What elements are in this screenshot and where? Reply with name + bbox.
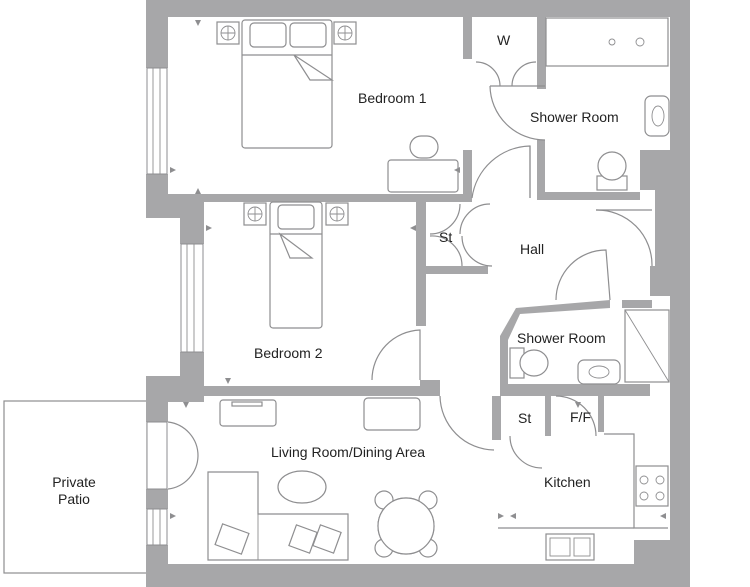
kitchen-label: Kitchen <box>544 474 591 490</box>
private-patio-area <box>3 400 148 574</box>
bedroom2-label: Bedroom 2 <box>254 345 323 361</box>
hall-store-label: St <box>439 229 453 245</box>
windows <box>146 67 204 546</box>
living-room-furniture <box>207 397 438 561</box>
bedroom2-furniture <box>243 201 349 329</box>
exterior-walls <box>146 0 690 587</box>
interior-walls <box>168 17 652 440</box>
shower-room2-label: Shower Room <box>517 330 606 346</box>
patio-label-line1: Private <box>52 474 96 490</box>
bedroom1-label: Bedroom 1 <box>358 90 427 106</box>
kitchen-store-label: St <box>518 410 532 426</box>
shower-room2-fixtures <box>509 309 670 385</box>
fridge-freezer-label: F/F <box>570 409 591 425</box>
kitchen-fixtures <box>498 433 669 561</box>
bedroom1-furniture <box>216 19 459 193</box>
wardrobe-label: W <box>497 32 511 48</box>
dimension-arrows <box>170 20 666 519</box>
shower-room1-fixtures <box>545 17 670 191</box>
shower-room1-label: Shower Room <box>530 109 619 125</box>
doors <box>167 61 653 490</box>
patio-label-line2: Patio <box>58 491 90 507</box>
hall-label: Hall <box>520 241 545 257</box>
living-dining-label: Living Room/Dining Area <box>271 444 426 460</box>
